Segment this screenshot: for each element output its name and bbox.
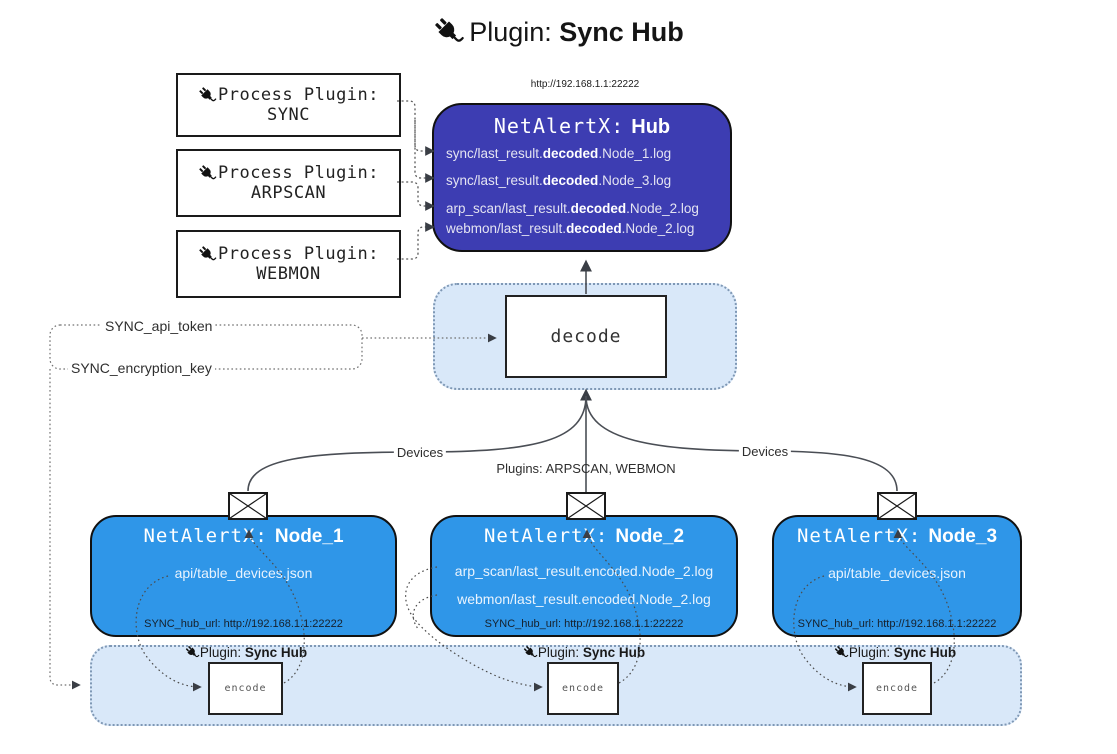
process-plugin-box-arpscan: Process Plugin: ARPSCAN xyxy=(176,149,401,217)
hub-log-line: sync/last_result.decoded.Node_1.log xyxy=(446,146,672,161)
plug-icon xyxy=(433,16,466,48)
encoder-plugin-label: Plugin: Sync Hub xyxy=(522,645,645,660)
encode-box: encode xyxy=(208,662,283,715)
hub-title-label: NetAlertX: xyxy=(493,114,625,138)
process-plugin-label: Process Plugin: xyxy=(217,163,380,183)
plugins-mid-label: Plugins: ARPSCAN, WEBMON xyxy=(496,461,676,476)
plug-icon xyxy=(197,244,217,264)
process-plugin-box-sync: Process Plugin: SYNC xyxy=(176,73,401,137)
hub-title-name: Hub xyxy=(631,116,671,138)
plug-icon xyxy=(833,645,849,660)
sync-api-token-label: SYNC_api_token xyxy=(102,318,216,334)
process-plugin-name: WEBMON xyxy=(256,264,321,284)
node-file: api/table_devices.json xyxy=(174,565,313,581)
node-title: NetAlertX:Node_1 xyxy=(143,525,344,547)
envelope-icon xyxy=(228,492,268,520)
edge-sync-to-log2 xyxy=(414,120,435,183)
envelope-icon xyxy=(566,492,606,520)
node-3-box: NetAlertX:Node_3 api/table_devices.json … xyxy=(772,515,1022,637)
node-hub-url: SYNC_hub_url: http://192.168.1.1:22222 xyxy=(797,618,997,630)
node-hub-url: SYNC_hub_url: http://192.168.1.1:22222 xyxy=(484,618,684,630)
node-title: NetAlertX:Node_2 xyxy=(483,525,685,547)
edge-sync-to-log1 xyxy=(397,100,435,156)
node-title: NetAlertX:Node_3 xyxy=(796,525,998,547)
edge-webmon-to-log4 xyxy=(397,222,435,260)
process-plugin-label: Process Plugin: xyxy=(217,244,380,264)
process-plugin-label: Process Plugin: xyxy=(217,85,380,105)
node-file: arp_scan/last_result.encoded.Node_2.log xyxy=(454,563,714,579)
devices-right-label: Devices xyxy=(738,444,792,459)
encode-box: encode xyxy=(547,662,619,715)
title-name: Sync Hub xyxy=(559,17,684,47)
hub-log-line: arp_scan/last_result.decoded.Node_2.log xyxy=(446,201,699,216)
hub-url: http://192.168.1.1:22222 xyxy=(530,79,640,90)
page-title: Plugin: Sync Hub xyxy=(0,16,1117,48)
process-plugin-box-webmon: Process Plugin: WEBMON xyxy=(176,230,401,298)
hub-log-line: sync/last_result.decoded.Node_3.log xyxy=(446,173,672,188)
hub-title: NetAlertX: Hub xyxy=(434,114,730,139)
hub-box: NetAlertX: Hub sync/last_result.decoded.N… xyxy=(432,103,732,252)
encode-box: encode xyxy=(862,662,932,715)
plug-icon xyxy=(522,645,538,660)
encoder-plugin-label: Plugin: Sync Hub xyxy=(833,645,956,660)
edge-node1-curve xyxy=(247,395,587,492)
plug-icon xyxy=(197,163,217,183)
edge-settings-to-encoders xyxy=(49,369,81,690)
node-file: webmon/last_result.encoded.Node_2.log xyxy=(457,591,711,607)
devices-left-label: Devices xyxy=(393,445,447,460)
process-plugin-name: ARPSCAN xyxy=(250,183,327,203)
title-label: Plugin: xyxy=(469,17,552,47)
edge-arpscan-to-log3 xyxy=(397,181,435,211)
envelope-icon xyxy=(877,492,917,520)
decode-box: decode xyxy=(505,295,667,378)
plug-icon xyxy=(184,645,200,660)
node-hub-url: SYNC_hub_url: http://192.168.1.1:22222 xyxy=(144,618,343,630)
hub-log-line: webmon/last_result.decoded.Node_2.log xyxy=(446,221,695,236)
sync-encryption-key-label: SYNC_encryption_key xyxy=(68,360,215,376)
node-2-box: NetAlertX:Node_2 arp_scan/last_result.en… xyxy=(430,515,738,637)
node-file: api/table_devices.json xyxy=(828,565,966,581)
plug-icon xyxy=(197,85,217,105)
encoder-plugin-label: Plugin: Sync Hub xyxy=(184,645,307,660)
node-1-box: NetAlertX:Node_1 api/table_devices.json … xyxy=(90,515,397,637)
process-plugin-name: SYNC xyxy=(267,105,310,125)
